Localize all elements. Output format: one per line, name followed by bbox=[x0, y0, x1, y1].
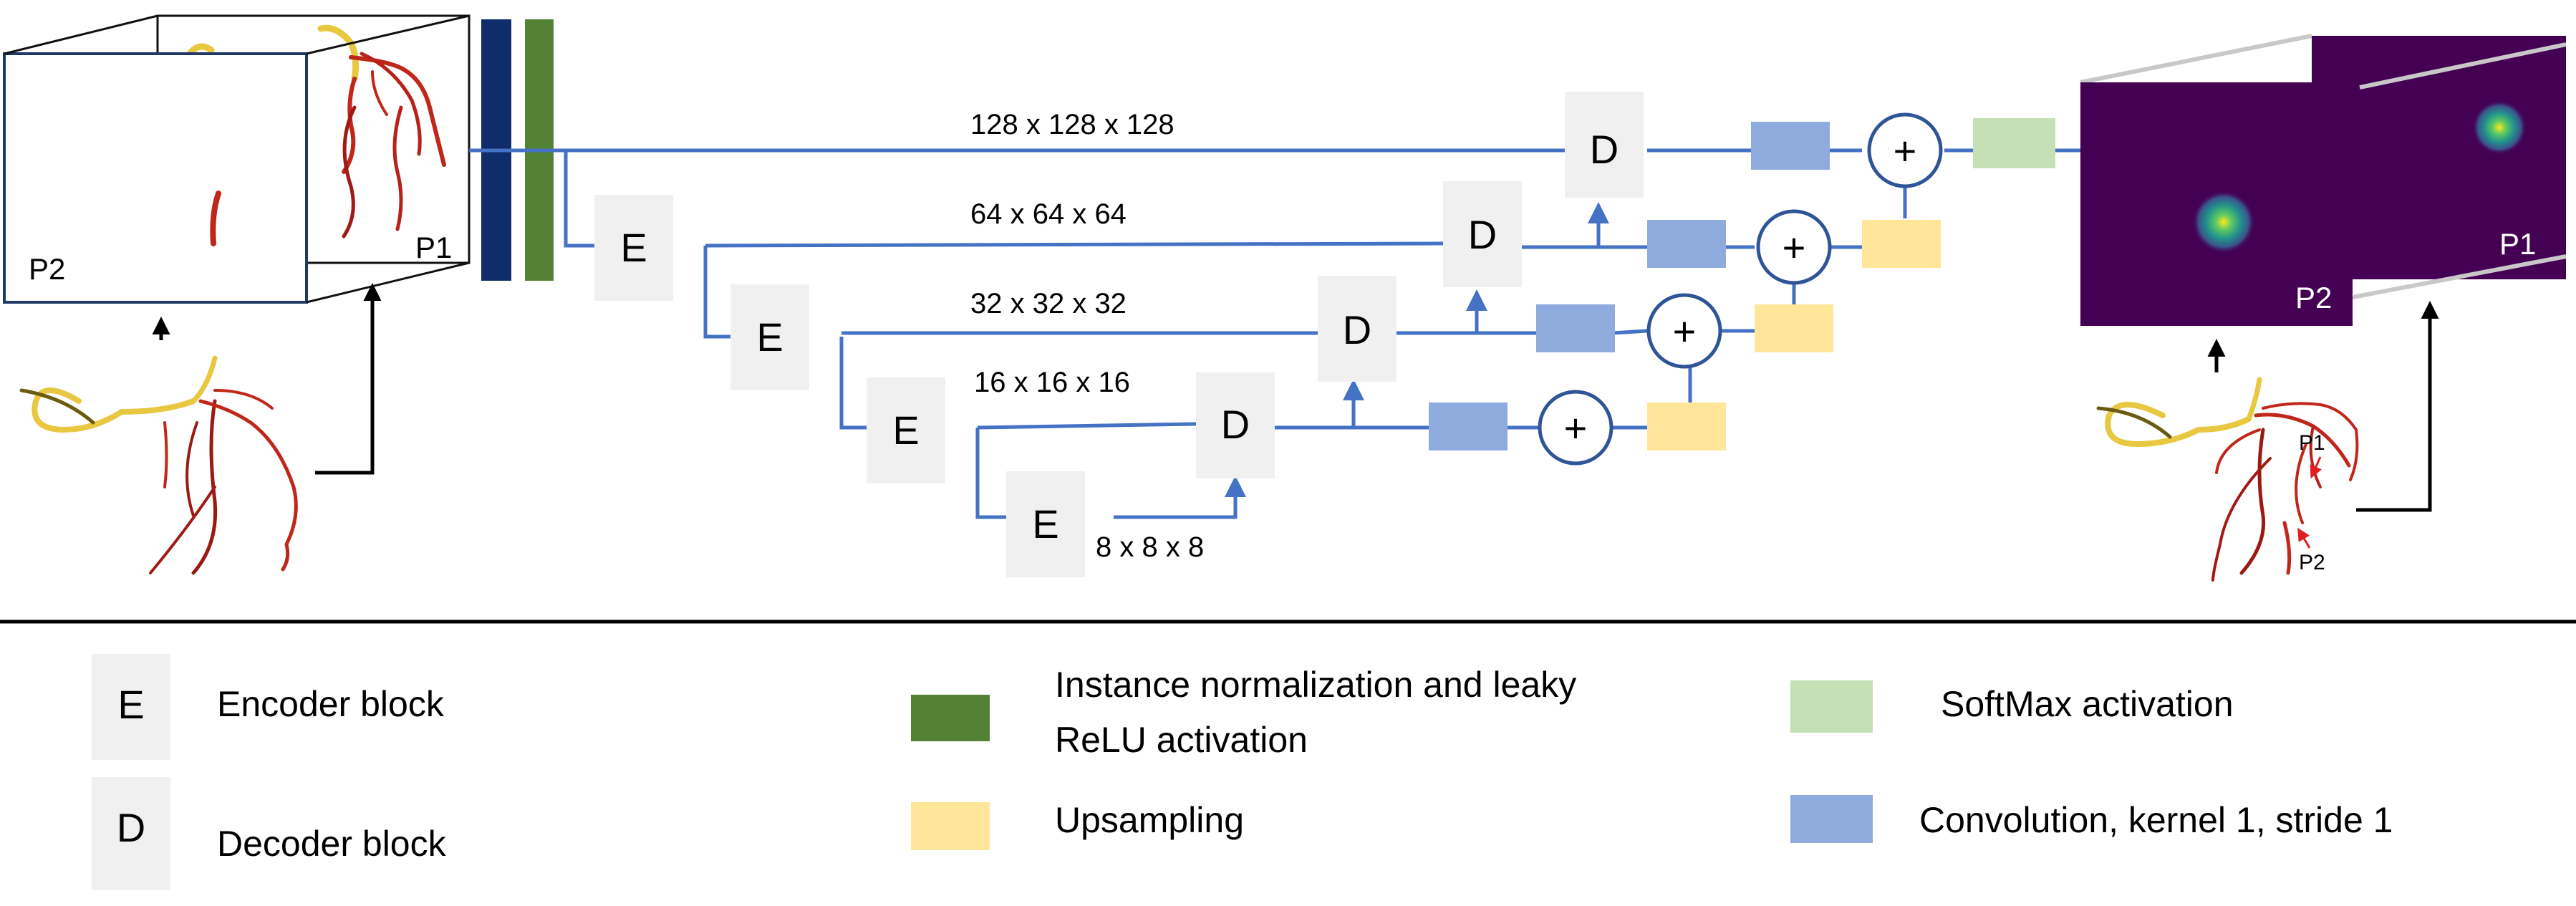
resolution-label-level3: 16 x 16 x 16 bbox=[974, 367, 1130, 398]
softmax-block bbox=[1973, 118, 2055, 168]
legend-upsampling: Upsampling bbox=[911, 800, 1244, 850]
resolution-label-level4: 8 x 8 x 8 bbox=[1096, 531, 1204, 563]
svg-text:ReLU activation: ReLU activation bbox=[1055, 720, 1308, 760]
input-tree-image bbox=[19, 355, 298, 575]
resolution-label-level2: 32 x 32 x 32 bbox=[970, 288, 1127, 319]
output-volume: P2 P1 bbox=[2080, 34, 2567, 326]
svg-text:E: E bbox=[756, 314, 783, 360]
sum-node-level3: + bbox=[1538, 390, 1613, 466]
conv-block-level1 bbox=[1647, 220, 1726, 268]
input-p2-label: P2 bbox=[29, 252, 65, 286]
output-arrow-up-right bbox=[2356, 301, 2439, 512]
svg-text:SoftMax activation: SoftMax activation bbox=[1941, 684, 2234, 724]
tree-p2-label: P2 bbox=[2299, 551, 2325, 574]
sum-node-level0: + bbox=[1867, 112, 1943, 188]
input-vessel-segment bbox=[210, 191, 221, 246]
upsampling-block-level1 bbox=[1862, 220, 1941, 268]
input-vessel-tree bbox=[186, 24, 446, 238]
legend-norm: Instance normalization and leaky ReLU ac… bbox=[911, 665, 1576, 760]
decoder-block-2: D bbox=[1443, 181, 1522, 287]
output-p1-label: P1 bbox=[2499, 227, 2536, 261]
input-arrow-up-right bbox=[315, 283, 382, 475]
svg-text:D: D bbox=[1590, 127, 1619, 172]
resolution-label-level0: 128 x 128 x 128 bbox=[970, 109, 1174, 140]
svg-text:+: + bbox=[1894, 128, 1917, 173]
svg-text:E: E bbox=[620, 225, 647, 270]
decoder-block-3: D bbox=[1318, 276, 1396, 382]
decoder-block-4: D bbox=[1196, 372, 1275, 478]
svg-text:Convolution, kernel 1, stride: Convolution, kernel 1, stride 1 bbox=[1919, 800, 2393, 840]
svg-text:+: + bbox=[1564, 405, 1588, 450]
svg-text:+: + bbox=[1673, 309, 1697, 354]
upsampling-block-level2 bbox=[1755, 304, 1833, 352]
resolution-label-level1: 64 x 64 x 64 bbox=[970, 198, 1127, 230]
sum-node-level1: + bbox=[1756, 209, 1832, 285]
conv-block-level2 bbox=[1536, 304, 1615, 352]
svg-text:D: D bbox=[1343, 307, 1371, 352]
sum-node-level2: + bbox=[1646, 293, 1722, 369]
tree-p1-label: P1 bbox=[2299, 431, 2325, 455]
svg-text:Instance normalization and lea: Instance normalization and leaky bbox=[1055, 665, 1576, 705]
encoder-block-2: E bbox=[730, 284, 809, 390]
svg-text:Decoder block: Decoder block bbox=[217, 824, 447, 864]
decoder-block-1: D bbox=[1565, 92, 1644, 198]
input-p1-label: P1 bbox=[415, 231, 452, 264]
legend-convolution: Convolution, kernel 1, stride 1 bbox=[1790, 795, 2393, 843]
output-heatmap-p1 bbox=[2312, 36, 2566, 279]
svg-text:Upsampling: Upsampling bbox=[1055, 800, 1244, 840]
svg-text:D: D bbox=[1221, 402, 1250, 447]
svg-text:Encoder block: Encoder block bbox=[217, 684, 445, 724]
conv-block-level3 bbox=[1429, 403, 1508, 450]
svg-text:+: + bbox=[1783, 225, 1806, 270]
upsampling-block-level3 bbox=[1647, 403, 1726, 450]
svg-text:E: E bbox=[1032, 501, 1058, 546]
encoder-block-3: E bbox=[867, 377, 945, 483]
output-tree-image bbox=[2096, 377, 2359, 582]
svg-text:D: D bbox=[117, 805, 145, 850]
encoder-block-4: E bbox=[1006, 471, 1085, 577]
legend-decoder: D Decoder block bbox=[92, 777, 447, 890]
svg-text:D: D bbox=[1468, 212, 1497, 257]
svg-text:E: E bbox=[117, 682, 144, 727]
legend: E Encoder block D Decoder block Instance… bbox=[92, 654, 2393, 890]
legend-softmax: SoftMax activation bbox=[1790, 680, 2234, 733]
tree-p1-pointer bbox=[2310, 456, 2322, 479]
output-p2-label: P2 bbox=[2295, 281, 2332, 314]
legend-encoder: E Encoder block bbox=[92, 654, 445, 760]
tree-p2-pointer bbox=[2297, 527, 2311, 549]
svg-text:E: E bbox=[892, 408, 919, 453]
encoder-block-1: E bbox=[594, 195, 673, 301]
conv-block-level0 bbox=[1751, 122, 1830, 170]
input-volume: P2 P1 bbox=[3, 14, 471, 304]
